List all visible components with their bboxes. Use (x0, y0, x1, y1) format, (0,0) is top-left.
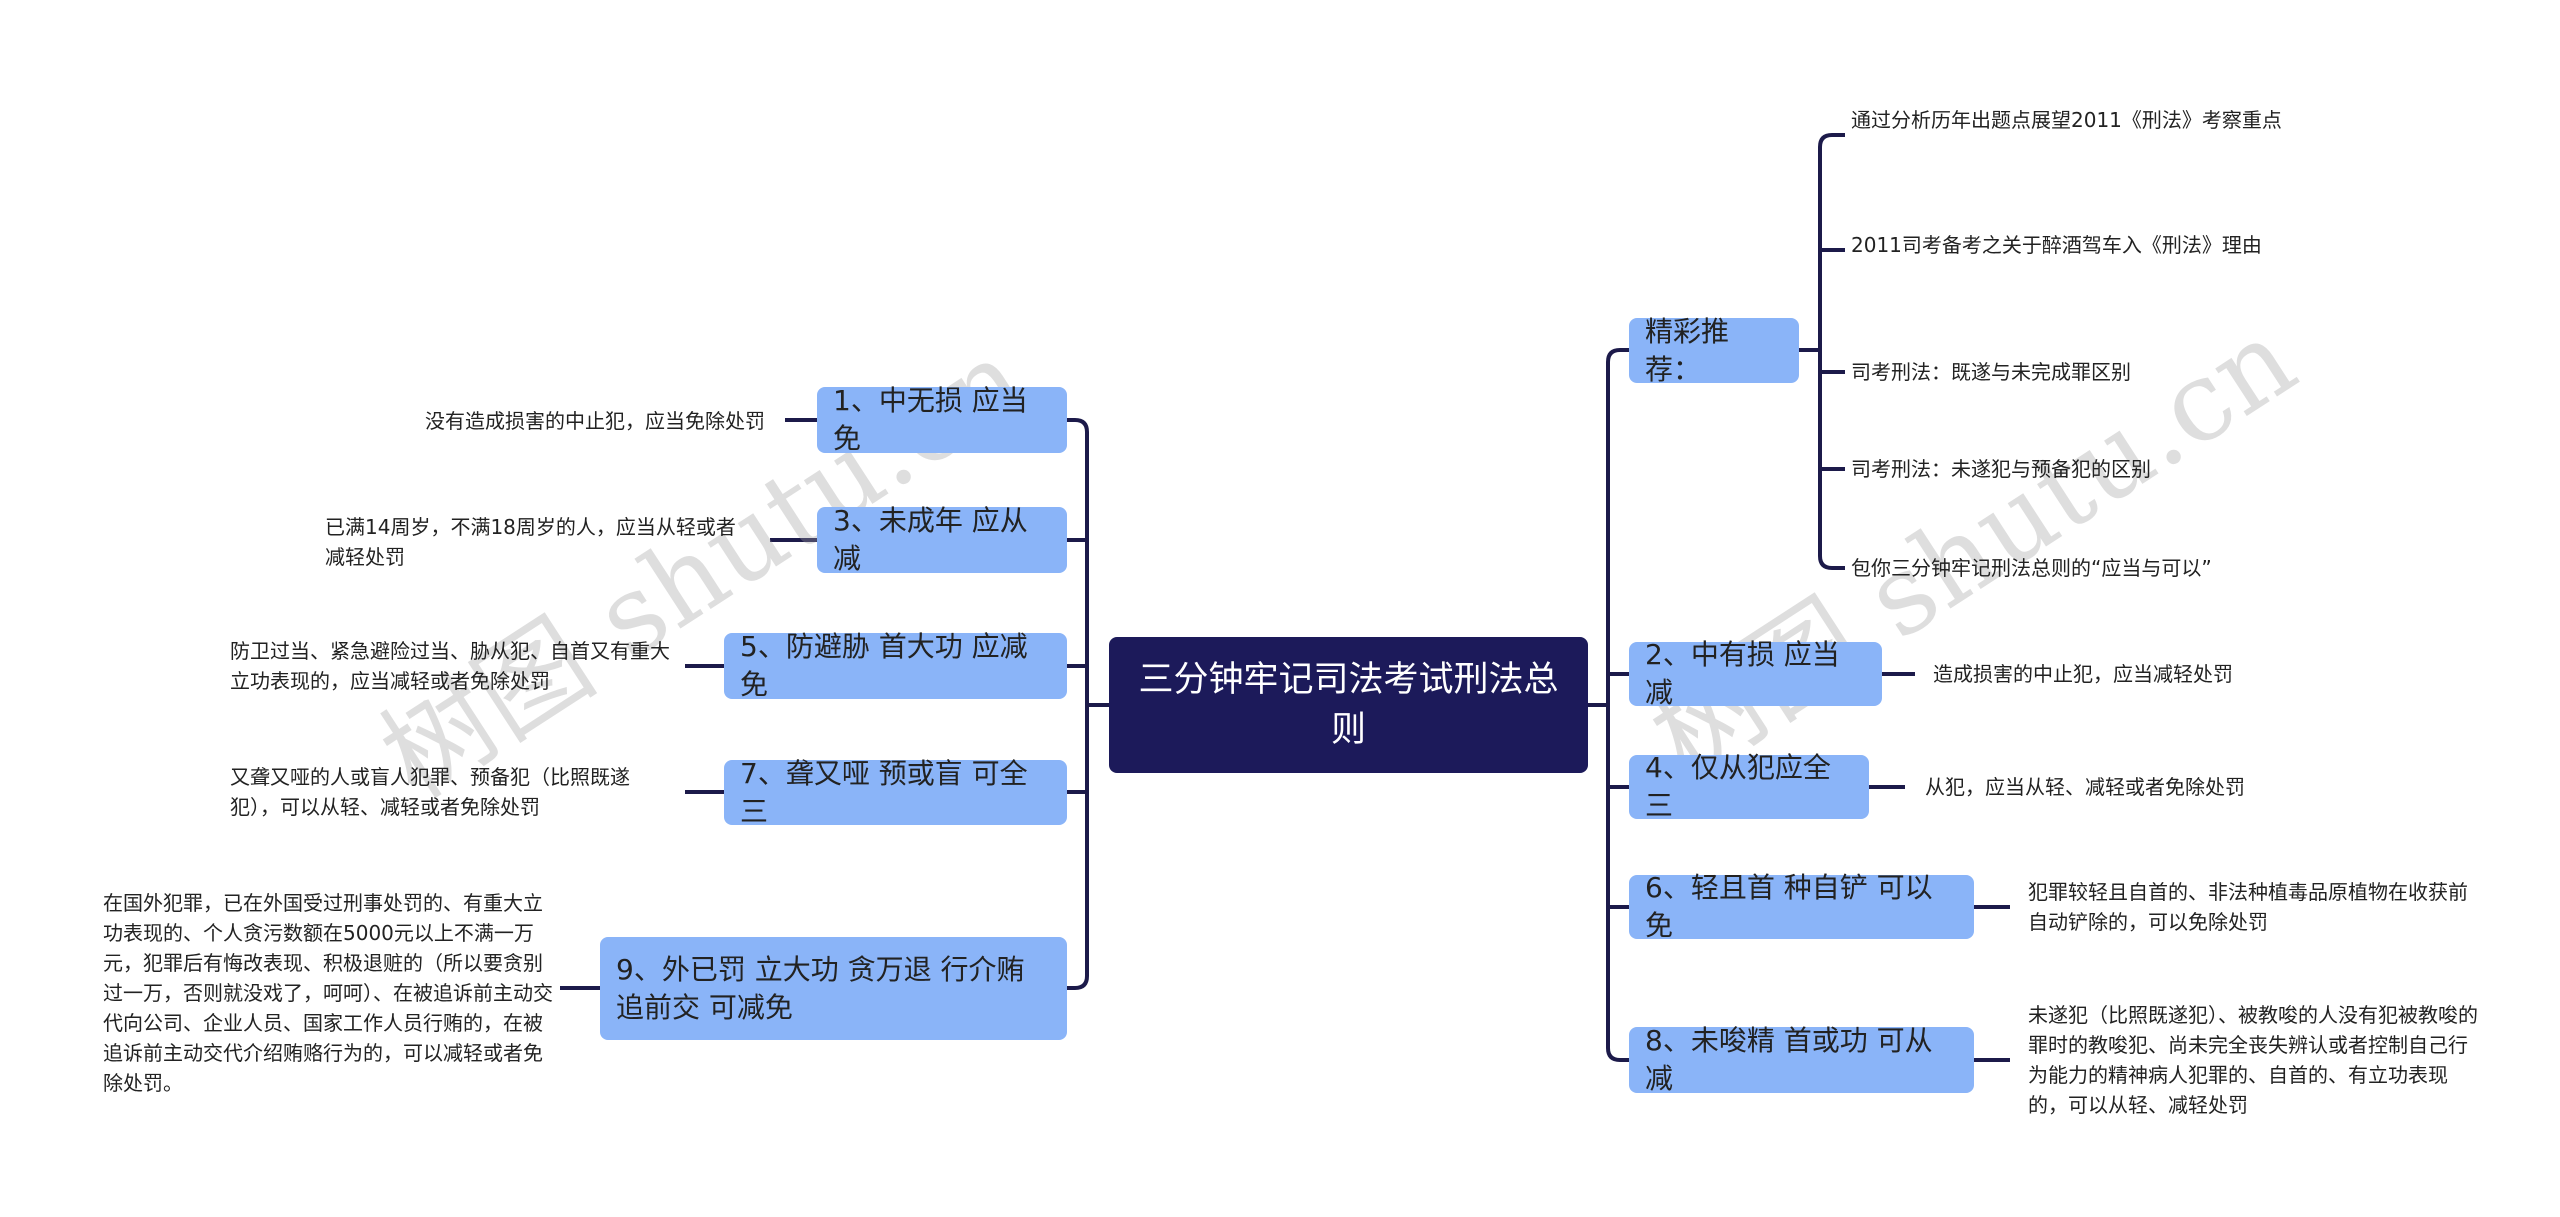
topic-label: 3、未成年 应从减 (833, 504, 1028, 575)
topic-detail: 未遂犯（比照既遂犯）、被教唆的人没有犯被教唆的罪时的教唆犯、尚未完全丧失辨认或者… (2028, 1003, 2478, 1117)
recommend-link[interactable]: 通过分析历年出题点展望2011《刑法》考察重点 (1851, 108, 2282, 132)
topic-node-9[interactable]: 9、外已罚 立大功 贪万退 行介贿追前交 可减免 (600, 937, 1067, 1040)
topic-detail: 已满14周岁，不满18周岁的人，应当从轻或者减轻处罚 (325, 515, 736, 569)
topic-label: 8、未唆精 首或功 可从减 (1645, 1024, 1933, 1095)
topic-node-2[interactable]: 2、中有损 应当减 (1629, 638, 1882, 709)
recommend-link[interactable]: 2011司考备考之关于醉酒驾车入《刑法》理由 (1851, 233, 2262, 257)
topic-node-4[interactable]: 4、仅从犯应全三 (1629, 751, 1869, 822)
topic-label: 5、防避胁 首大功 应减免 (740, 630, 1028, 701)
topic-label: 7、聋又哑 预或盲 可全三 (740, 756, 1028, 828)
recommend-node[interactable]: 精彩推荐： (1629, 315, 1799, 386)
topic-detail: 从犯，应当从轻、减轻或者免除处罚 (1925, 775, 2245, 799)
topic-node-3[interactable]: 3、未成年 应从减 (817, 504, 1067, 575)
topic-node-8[interactable]: 8、未唆精 首或功 可从减 (1629, 1024, 1974, 1095)
topic-label: 精彩推荐： (1645, 314, 1730, 386)
topic-label: 6、轻且首 种自铲 可以免 (1645, 871, 1933, 942)
topic-detail: 又聋又哑的人或盲人犯罪、预备犯（比照既遂犯），可以从轻、减轻或者免除处罚 (230, 765, 630, 819)
topic-detail: 犯罪较轻且自首的、非法种植毒品原植物在收获前自动铲除的，可以免除处罚 (2028, 880, 2468, 934)
topic-node-1[interactable]: 1、中无损 应当免 (817, 384, 1067, 455)
topic-label: 9、外已罚 立大功 贪万退 行介贿追前交 可减免 (616, 952, 1025, 1024)
topic-label: 4、仅从犯应全三 (1645, 751, 1831, 822)
topic-node-6[interactable]: 6、轻且首 种自铲 可以免 (1629, 871, 1974, 942)
central-topic-label: 三分钟牢记司法考试刑法总则 (1138, 660, 1559, 750)
topic-label: 1、中无损 应当免 (833, 384, 1028, 455)
topic-detail: 造成损害的中止犯，应当减轻处罚 (1933, 662, 2233, 686)
topic-detail: 防卫过当、紧急避险过当、胁从犯、自首又有重大立功表现的，应当减轻或者免除处罚 (230, 639, 670, 693)
recommend-link[interactable]: 包你三分钟牢记刑法总则的“应当与可以” (1851, 556, 2212, 580)
topic-detail: 在国外犯罪，已在外国受过刑事处罚的、有重大立功表现的、个人贪污数额在5000元以… (103, 891, 553, 1095)
topic-detail: 没有造成损害的中止犯，应当免除处罚 (425, 409, 765, 433)
topic-node-5[interactable]: 5、防避胁 首大功 应减免 (724, 630, 1067, 701)
central-topic[interactable]: 三分钟牢记司法考试刑法总则 (1109, 637, 1588, 773)
recommend-link[interactable]: 司考刑法：未遂犯与预备犯的区别 (1851, 457, 2151, 481)
topic-label: 2、中有损 应当减 (1645, 638, 1840, 709)
recommend-link[interactable]: 司考刑法：既遂与未完成罪区别 (1851, 360, 2131, 384)
topic-node-7[interactable]: 7、聋又哑 预或盲 可全三 (724, 757, 1067, 828)
